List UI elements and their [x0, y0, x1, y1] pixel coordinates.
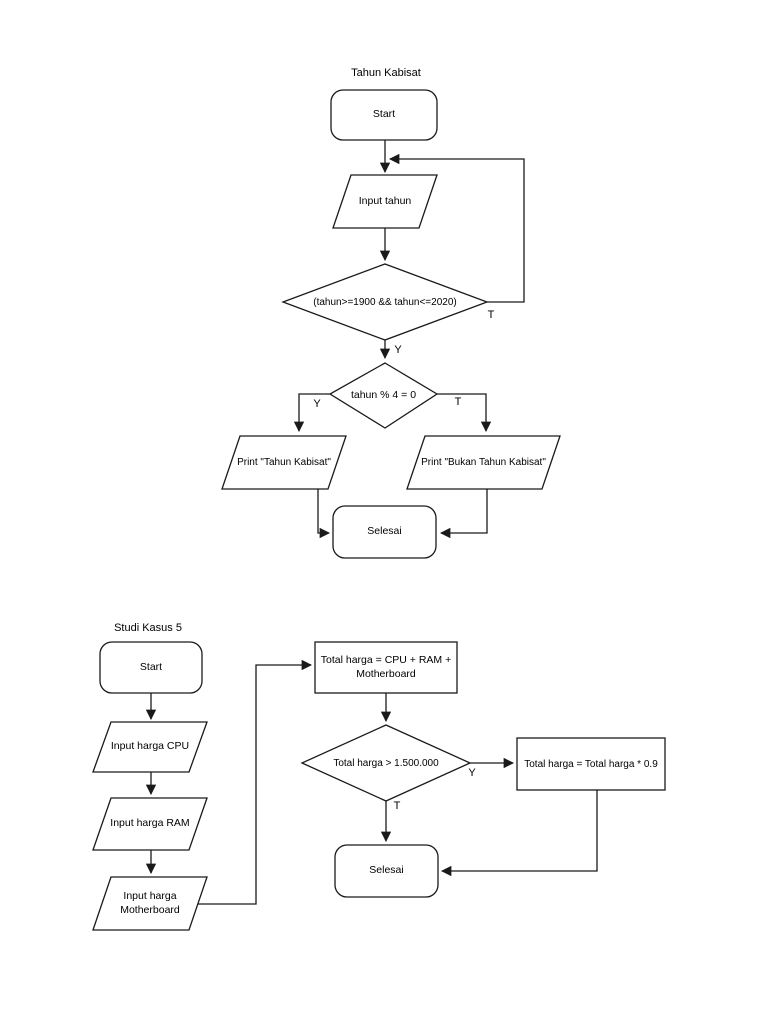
flowchart-studi-kasus-5: [92, 641, 666, 931]
input-cpu-node-shape: [92, 721, 208, 773]
process-total-node-shape: [314, 641, 458, 694]
branch-label-discount-true: Y: [468, 767, 476, 779]
connector-mod-true-to-print-kabisat: [293, 393, 330, 433]
process-discount-node-shape: [516, 737, 666, 791]
input-ram-node-shape: [92, 797, 208, 851]
input-motherboard-node-shape: [92, 876, 208, 931]
end2-node-shape: [334, 844, 439, 898]
connector-discount-to-end: [440, 790, 598, 877]
branch-label-mod-false: T: [454, 396, 462, 408]
end-node-shape: [332, 505, 437, 559]
branch-label-range-true: Y: [394, 344, 402, 356]
decision-total-node-shape: [300, 724, 472, 802]
connector-motherboard-to-total: [198, 659, 313, 905]
start2-node-shape: [99, 641, 203, 694]
connector-print-kabisat-to-end: [317, 489, 331, 539]
decision-mod-node-shape: [328, 362, 439, 429]
print-bukan-node-shape: [406, 435, 561, 490]
connector-mod-false-to-print-bukan: [437, 393, 492, 433]
flowchart-tahun-kabisat: [221, 89, 561, 559]
connector-range-false-loop: [388, 153, 525, 303]
print-kabisat-node-shape: [221, 435, 347, 490]
decision-range-node-shape: [281, 263, 489, 341]
branch-label-discount-false: T: [393, 800, 401, 812]
connector-print-bukan-to-end: [439, 489, 488, 539]
branch-label-mod-true: Y: [313, 398, 321, 410]
input-tahun-node-shape: [332, 174, 438, 229]
branch-label-range-false: T: [487, 309, 495, 321]
start-node-shape: [330, 89, 438, 141]
